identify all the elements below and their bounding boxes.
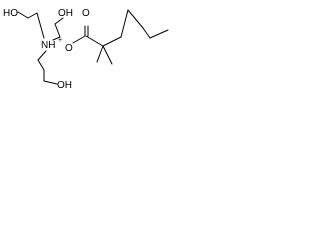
atom-label-carbonyl-o: O [82, 8, 90, 19]
bond-cq-c-chain1 [102, 36, 122, 47]
bond-chain3-chain4 [142, 27, 151, 39]
bond-c3-c4 [54, 23, 61, 38]
molecule-drawing: HO OH NH + OH O O [3, 8, 169, 91]
bond-cq-methyl-2 [102, 45, 113, 65]
bond-c1-c2 [27, 12, 38, 19]
atom-label-nh: NH [41, 40, 55, 51]
bond-carbonyl-cq [85, 35, 104, 47]
bond-c4-n [52, 36, 61, 41]
bond-c2-n [36, 12, 45, 39]
atom-label-ho-top-left: HO [3, 8, 18, 19]
charge-plus: + [58, 37, 62, 44]
bond-c7-oh [43, 80, 58, 85]
atom-label-oh-bottom: OH [57, 80, 72, 91]
bond-chain1-chain2 [120, 9, 129, 38]
bond-n-c5 [37, 50, 47, 61]
bond-c5-c6 [37, 59, 45, 71]
bond-oh-c3 [54, 17, 64, 25]
atom-label-oh-top-middle: OH [58, 8, 73, 19]
bond-o-c-carbonyl [72, 35, 86, 44]
chemical-structure-diagram: HO OH NH + OH O O [0, 0, 171, 102]
bond-ho-c1 [17, 11, 29, 19]
atom-label-ester-o: O [65, 43, 73, 54]
bond-chain4-chain5 [149, 29, 169, 39]
bond-cq-methyl-1 [96, 45, 104, 63]
bond-chain2-chain3 [127, 9, 144, 29]
